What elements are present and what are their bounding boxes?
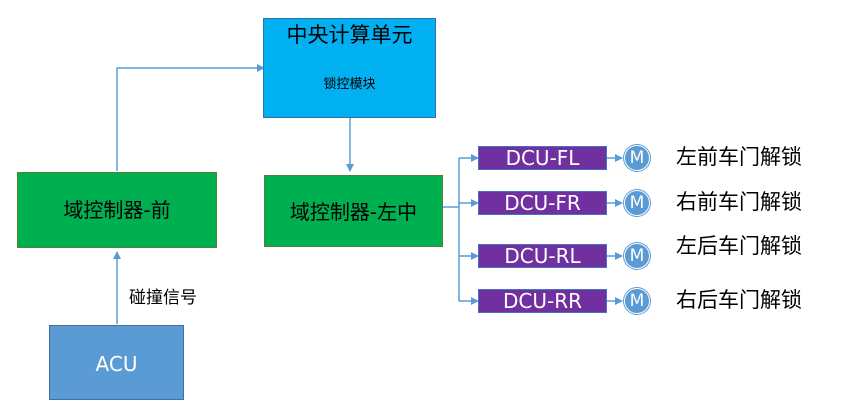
door-motor-fr-icon: M [624, 190, 650, 216]
rear-left-door-unlock-label: 左后车门解锁 [676, 234, 802, 258]
dcu-fr-node: DCU-FR [478, 191, 607, 215]
collision-signal-label: 碰撞信号 [129, 288, 197, 308]
front-right-door-unlock-label: 右前车门解锁 [676, 190, 802, 214]
central-computing-unit-title: 中央计算单元 [286, 23, 413, 47]
dcu-fl-node: DCU-FL [478, 146, 607, 170]
door-motor-rr-icon: M [624, 288, 650, 314]
front-domain-controller-node: 域控制器-前 [17, 172, 217, 248]
left-middle-domain-controller-node: 域控制器-左中 [264, 175, 443, 247]
front-domain-controller-label: 域控制器-前 [63, 198, 171, 222]
lock-control-module-label: 锁控模块 [323, 77, 376, 92]
acu-node: ACU [49, 325, 184, 400]
rear-right-door-unlock-label: 右后车门解锁 [676, 288, 802, 312]
motor-fr-letter: M [629, 193, 645, 213]
acu-label: ACU [95, 352, 138, 376]
dcu-rr-label: DCU-RR [502, 289, 582, 313]
dcu-rl-label: DCU-RL [504, 244, 581, 268]
central-computing-unit-node: 中央计算单元 锁控模块 [263, 18, 436, 118]
dcu-fl-label: DCU-FL [505, 146, 580, 170]
door-motor-fl-icon: M [624, 145, 650, 171]
front-domain-to-central-arrow [116, 64, 265, 171]
dcu-rr-node: DCU-RR [478, 289, 607, 313]
dcu-fr-label: DCU-FR [504, 191, 581, 215]
door-motor-rl-icon: M [624, 243, 650, 269]
dcu-rl-node: DCU-RL [478, 244, 607, 268]
motor-rr-letter: M [629, 291, 645, 311]
motor-fl-letter: M [629, 148, 645, 168]
front-left-door-unlock-label: 左前车门解锁 [676, 145, 802, 169]
motor-rl-letter: M [629, 246, 645, 266]
left-middle-domain-controller-label: 域控制器-左中 [289, 200, 418, 224]
